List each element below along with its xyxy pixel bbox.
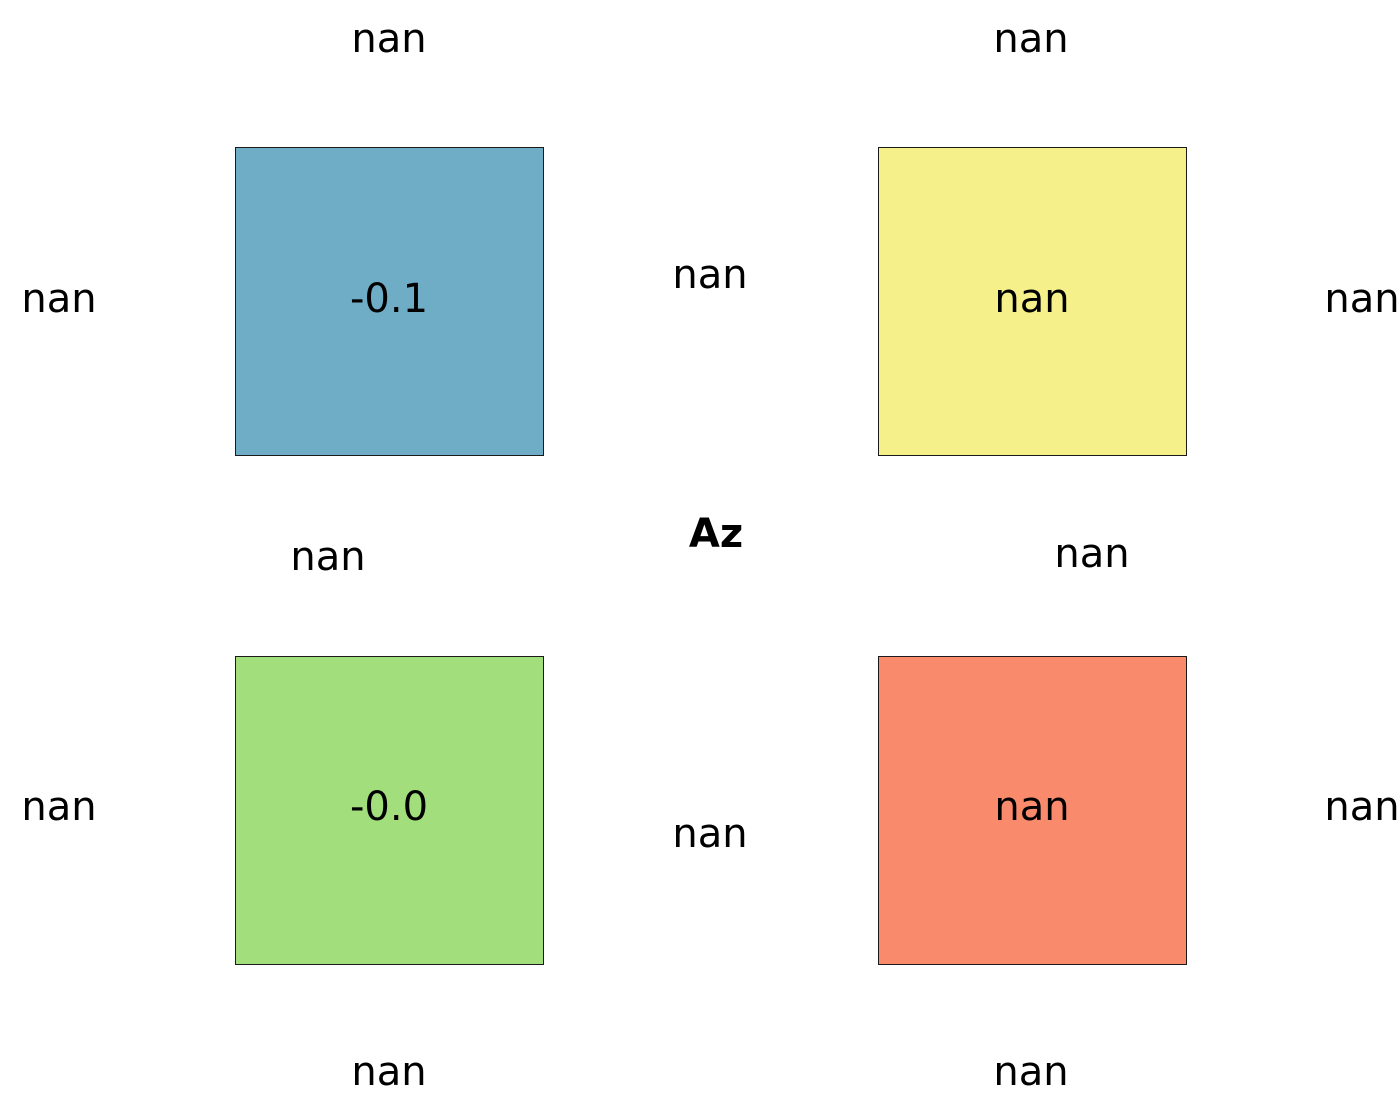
cell-value-bottom-left: -0.0 (349, 784, 429, 830)
label-bottom-left-right: nan (672, 811, 748, 857)
cell-value-top-right: nan (994, 276, 1070, 322)
cell-box-bottom-left (235, 656, 544, 965)
label-bottom-left-left: nan (21, 784, 97, 830)
label-top-right-top: nan (993, 16, 1069, 62)
label-bottom-right-bottom: nan (993, 1049, 1069, 1095)
cell-value-top-left: -0.1 (349, 276, 429, 322)
cell-box-top-right (878, 147, 1187, 456)
label-bottom-right-right: nan (1324, 784, 1400, 830)
label-top-left-left: nan (21, 276, 97, 322)
label-top-left-top: nan (351, 16, 427, 62)
label-top-right-bottom: nan (1054, 531, 1130, 577)
center-title: Az (688, 511, 744, 557)
label-top-right-right: nan (1324, 276, 1400, 322)
cell-box-top-left (235, 147, 544, 456)
label-top-left-bottom: nan (290, 534, 366, 580)
label-top-left-right: nan (672, 252, 748, 298)
label-bottom-left-bottom: nan (351, 1049, 427, 1095)
cell-box-bottom-right (878, 656, 1187, 965)
cell-value-bottom-right: nan (994, 784, 1070, 830)
